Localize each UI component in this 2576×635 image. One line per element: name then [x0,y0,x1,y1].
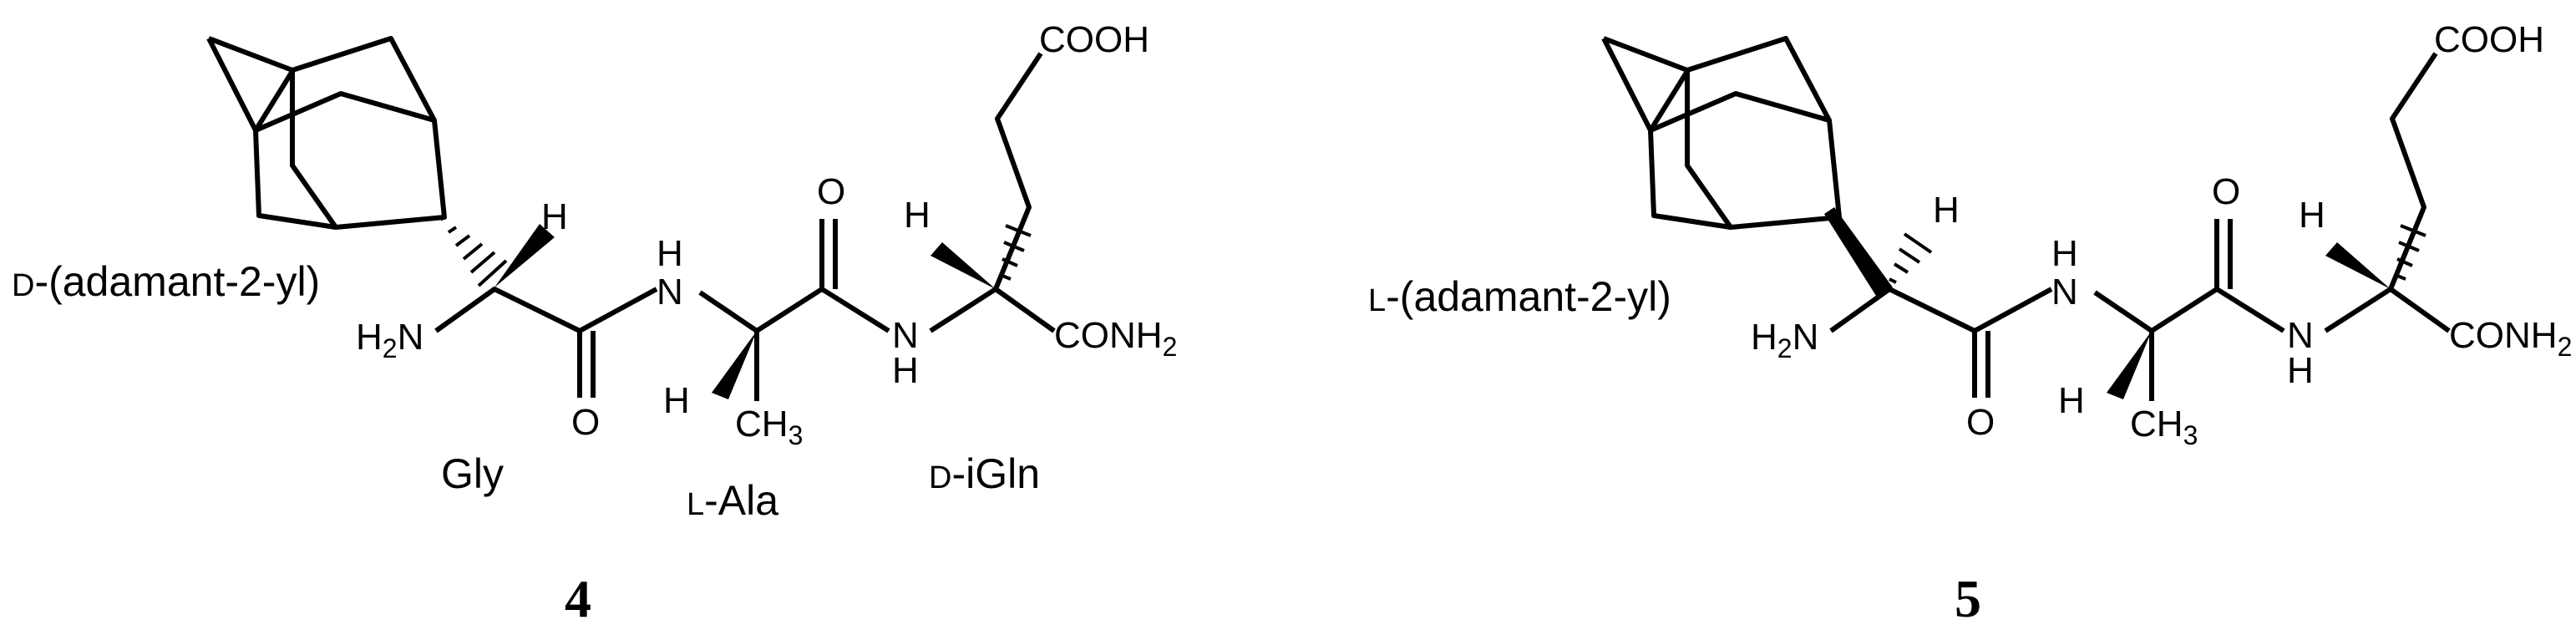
methyl-label-5: CH3 [2130,404,2198,450]
amine-label-5: H2N [1751,317,1818,363]
compound-5-structure: COOH H N N H H H H O O H2N CH3 CONH2 [1601,19,2572,450]
compound-number-4: 4 [565,569,591,628]
methyl-label-4: CH3 [735,404,803,450]
residue-gly-label: Gly [441,450,504,497]
amide-n2-label-4: N [892,315,919,356]
ala-h-label-4: H [663,380,690,421]
o1-label-4: O [571,402,600,443]
amide-n1-h-label-4: H [657,233,683,274]
hashed-wedge-gln-sidechain-5 [2396,224,2426,281]
ala-h-label-5: H [2058,380,2085,421]
hashed-wedge-gln-sidechain-4 [1001,224,1032,281]
hashed-wedge-gly-h-5 [1889,232,1933,284]
cooh-label-4: COOH [1039,19,1149,60]
o1-label-5: O [1966,402,1995,443]
o2-label-4: O [817,171,845,212]
hashed-wedge-adamantyl-4 [441,217,508,287]
amide-n2-h-label-4: H [892,350,919,391]
amide-n2-h-label-5: H [2287,350,2314,391]
residue-igln-label: D-iGln [929,450,1040,497]
adamantane-cage-4 [206,36,447,230]
adamantane-cage-5 [1601,36,1842,230]
bold-wedge-adamantyl-5 [1824,207,1893,296]
o2-label-5: O [2212,171,2240,212]
carboxamide-label-4: CONH2 [1054,315,1177,362]
stereo-label-5: L-(adamant-2-yl) [1368,273,1671,320]
bold-wedge-ala-h-4 [712,331,757,399]
gly-h-label-5: H [1933,190,1960,231]
residue-ala-label: L-Ala [687,477,778,524]
gly-h-label-4: H [541,196,568,237]
compound-number-5: 5 [1955,569,1981,628]
amide-n1-h-label-5: H [2051,233,2078,274]
gln-h-label-4: H [904,195,931,236]
bold-wedge-gln-h-5 [2325,242,2391,289]
bold-wedge-gly-h-4 [494,224,555,287]
bold-wedge-ala-h-5 [2107,331,2152,399]
compound-4-structure: COOH H N N H H H H O O H2N CH3 CONH2 [206,19,1177,450]
amide-n1-label-4: N [657,272,683,312]
amide-n2-label-5: N [2287,315,2314,356]
cooh-label-5: COOH [2434,19,2544,60]
stereo-label-4: D-(adamant-2-yl) [12,258,320,305]
amine-label-4: H2N [356,317,423,363]
carboxamide-label-5: CONH2 [2449,315,2572,362]
amide-n1-label-5: N [2051,272,2078,312]
bold-wedge-gln-h-4 [931,242,996,289]
gln-h-label-5: H [2299,195,2325,236]
